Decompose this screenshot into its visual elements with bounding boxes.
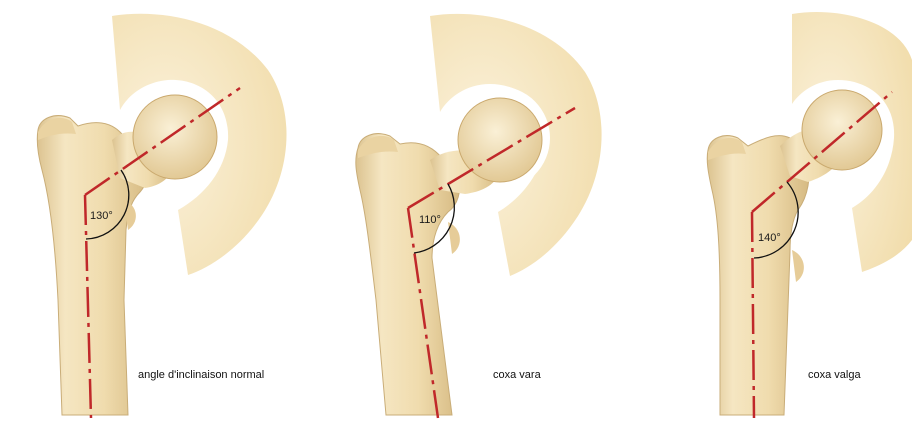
panel-normal: 130° angle d'inclinaison normal (37, 14, 286, 418)
panel-coxa-vara: 110° coxa vara (356, 14, 602, 418)
caption: coxa valga (808, 369, 861, 381)
femur-head (133, 95, 217, 179)
caption: angle d'inclinaison normal (138, 369, 264, 381)
lesser-trochanter (792, 250, 804, 282)
angle-label: 140° (758, 232, 781, 244)
caption: coxa vara (493, 369, 542, 381)
angle-label: 130° (90, 210, 113, 222)
panel-coxa-valga: 140° coxa valga (707, 12, 912, 418)
angle-label: 110° (419, 214, 441, 226)
